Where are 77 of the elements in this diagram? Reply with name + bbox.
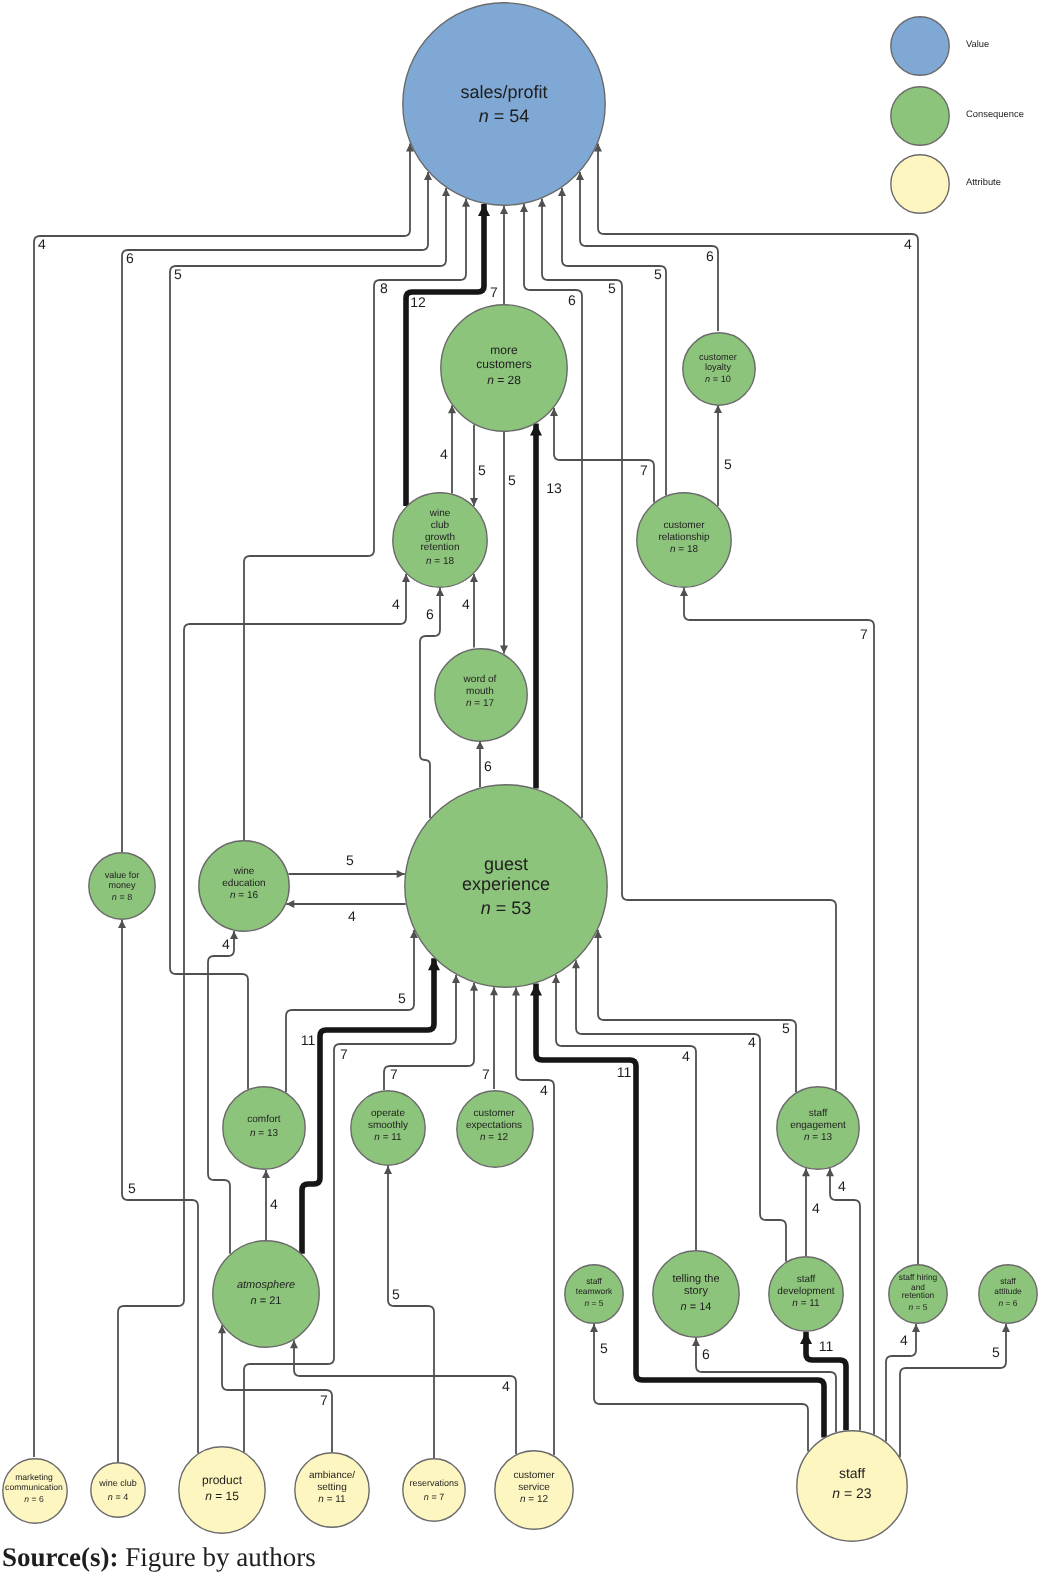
arrow	[885, 1323, 920, 1443]
arrow	[714, 404, 722, 507]
arrow	[262, 1169, 270, 1241]
arrow	[550, 407, 655, 504]
consequence-node	[455, 1089, 533, 1167]
consequence-node	[440, 304, 568, 432]
consequence-node	[776, 1086, 860, 1170]
attribute-node	[294, 1452, 370, 1528]
consequence-node	[681, 331, 755, 405]
arrow	[470, 423, 478, 507]
arrow	[826, 1167, 861, 1432]
arrow	[576, 171, 719, 332]
consequence-node	[978, 1264, 1038, 1324]
arrow	[500, 205, 508, 305]
arrow	[384, 1165, 435, 1459]
arrow	[117, 573, 410, 1463]
arrow	[520, 203, 583, 819]
arrow	[285, 900, 407, 908]
arrow	[594, 142, 919, 1265]
caption: Source(s): Figure by authors	[2, 1544, 316, 1574]
arrow	[500, 431, 508, 655]
arrow	[476, 740, 484, 789]
consequence-node	[350, 1090, 426, 1166]
arrow	[899, 1323, 1010, 1459]
arrow	[572, 959, 787, 1263]
arrow	[530, 983, 827, 1438]
consequence-node	[404, 784, 608, 988]
consequence-node	[433, 647, 527, 741]
arrow	[169, 187, 450, 1091]
arrow	[383, 981, 478, 1092]
arrow	[118, 919, 199, 1454]
attribute-node	[178, 1446, 266, 1534]
arrow	[512, 986, 555, 1457]
consequence-node	[636, 492, 732, 588]
arrow	[692, 1337, 837, 1434]
node-label: sales/profit	[460, 81, 548, 102]
attribute-node	[402, 1458, 466, 1522]
arrow	[243, 974, 460, 1453]
arrow	[33, 142, 414, 1458]
consequence-node	[222, 1086, 306, 1170]
consequence-node	[88, 852, 156, 920]
arrow	[218, 1324, 333, 1453]
attribute-node	[1, 1457, 67, 1523]
consequence-node	[768, 1256, 844, 1332]
count-label: n = 53	[480, 898, 532, 919]
consequence-node	[392, 492, 488, 588]
arrow	[538, 197, 837, 1091]
arrow	[285, 929, 418, 1094]
consequence-node	[564, 1264, 624, 1324]
arrow	[290, 1339, 517, 1456]
arrow	[299, 958, 440, 1254]
attribute-node	[796, 1430, 908, 1542]
arrow	[121, 171, 432, 853]
attribute-node	[90, 1462, 146, 1518]
arrow	[552, 974, 697, 1251]
consequence-node	[888, 1264, 948, 1324]
arrow	[448, 404, 456, 495]
arrow	[403, 204, 490, 507]
arrow	[287, 870, 406, 878]
arrow	[590, 1323, 809, 1453]
arrow	[470, 573, 478, 649]
arrow	[207, 930, 238, 1255]
arrow	[802, 1167, 810, 1257]
arrow	[594, 929, 797, 1094]
arrow	[558, 187, 667, 497]
attribute-node	[494, 1450, 574, 1530]
consequence-node	[212, 1240, 320, 1348]
value-node	[402, 2, 606, 206]
arrow	[530, 423, 542, 789]
arrow	[419, 587, 444, 819]
arrow	[800, 1332, 849, 1431]
count-label: n = 54	[478, 106, 530, 127]
arrow	[243, 197, 470, 841]
arrow	[490, 986, 498, 1090]
consequence-node	[652, 1250, 740, 1338]
arrow	[680, 587, 875, 1436]
consequence-node	[198, 840, 290, 932]
